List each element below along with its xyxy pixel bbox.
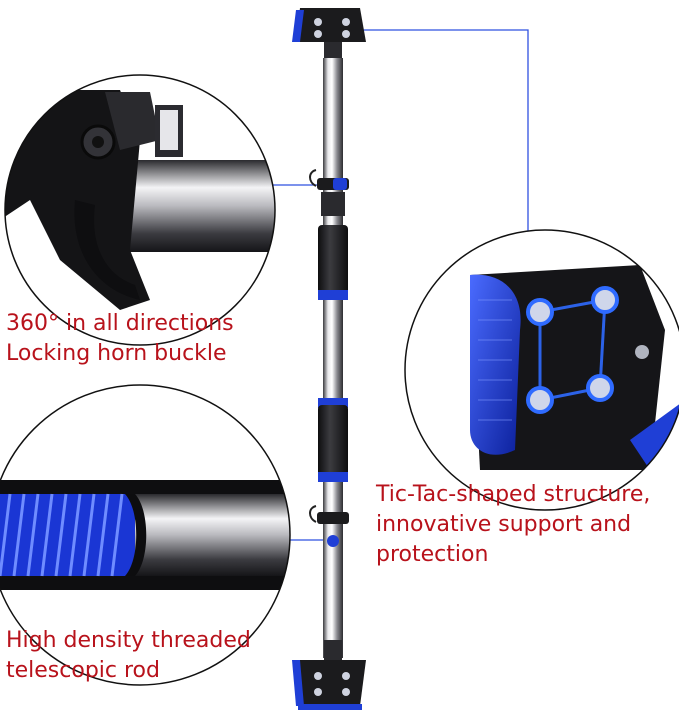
rod-detail-circle <box>0 384 291 686</box>
caption-line: protection <box>376 542 489 567</box>
caption-line: telescopic rod <box>6 658 160 683</box>
buckle-detail-circle <box>4 74 276 346</box>
bottom-bracket <box>292 640 366 710</box>
caption-line: 360° in all directions <box>6 311 234 336</box>
caption-line: Locking horn buckle <box>6 341 227 366</box>
caption-line: innovative support and <box>376 512 632 537</box>
caption-line: Tic-Tac-shaped structure, <box>376 482 651 507</box>
caption-locking-buckle: 360° in all directions Locking horn buck… <box>6 309 234 369</box>
caption-line: High density threaded <box>6 628 251 653</box>
caption-threaded-rod: High density threaded telescopic rod <box>6 626 251 686</box>
tictac-detail-circle <box>404 229 679 511</box>
callout-line-tictac <box>362 29 529 248</box>
top-bracket <box>292 8 366 60</box>
pull-up-bar <box>292 8 366 710</box>
caption-tictac-structure: Tic-Tac-shaped structure, innovative sup… <box>376 480 650 570</box>
